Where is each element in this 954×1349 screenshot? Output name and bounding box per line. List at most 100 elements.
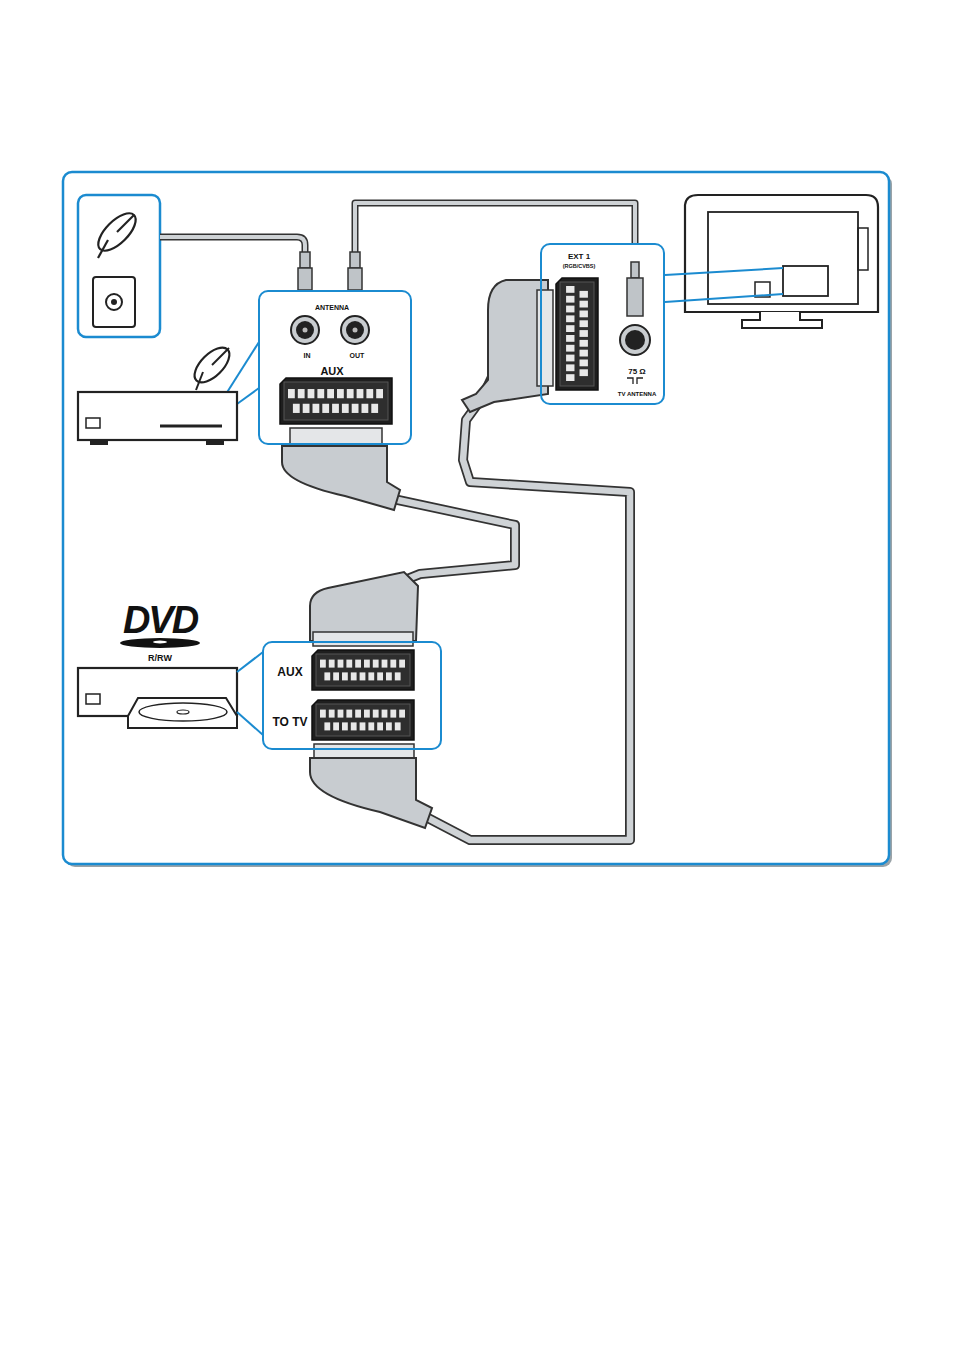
- scart-pin: [368, 672, 374, 680]
- dish-arm: [117, 215, 134, 232]
- socket-ring: [106, 294, 122, 310]
- foot: [206, 440, 224, 445]
- scart-pin: [352, 404, 359, 413]
- scart-pin: [566, 345, 574, 352]
- scart-pin: [580, 320, 588, 327]
- scart-pin: [329, 660, 335, 668]
- scart-pin: [366, 389, 373, 398]
- disc-hole: [177, 710, 189, 714]
- scart-inner: [284, 382, 388, 420]
- display: [86, 418, 100, 428]
- antenna-cable: [160, 237, 305, 262]
- scart-pin: [342, 722, 348, 730]
- scart-pin: [342, 672, 348, 680]
- antenna-symbol: [627, 378, 643, 384]
- scart-pin: [580, 330, 588, 337]
- scart-plug-metal: [313, 632, 413, 646]
- callout-line: [665, 268, 783, 275]
- tv-back: [708, 212, 858, 304]
- scart-pin: [377, 672, 383, 680]
- scart-pin: [373, 660, 379, 668]
- coax-plug: [631, 262, 639, 278]
- scart-pin: [566, 325, 574, 332]
- port-label: EXT 1: [568, 253, 590, 261]
- jack-pin: [353, 328, 358, 333]
- scart-pin: [580, 369, 588, 376]
- jack-hole: [625, 330, 645, 350]
- scart-pin: [580, 291, 588, 298]
- scart-pin: [338, 710, 344, 718]
- scart-pin: [360, 722, 366, 730]
- logo-sublabel: R/RW: [148, 654, 172, 663]
- antenna-out-jack: [341, 316, 369, 344]
- tv-side-slot: [858, 228, 868, 270]
- scart-pin: [346, 710, 352, 718]
- scart-pin: [320, 660, 326, 668]
- scart-inner: [316, 654, 410, 686]
- scart-pin: [313, 404, 320, 413]
- antenna-in-jack: [291, 316, 319, 344]
- scart-plug-hood: [462, 280, 548, 412]
- scart-pin: [322, 404, 329, 413]
- scart-plug-metal: [314, 744, 414, 758]
- coax-plug-body: [348, 268, 362, 290]
- card-slot: [160, 425, 222, 428]
- scart-pin: [333, 672, 339, 680]
- scart-pin: [360, 672, 366, 680]
- scart-pin: [324, 672, 330, 680]
- panel-ground: [540, 243, 665, 405]
- jack-hole: [296, 321, 314, 339]
- tv-stand: [742, 312, 822, 328]
- scart-socket: [280, 378, 392, 424]
- port-group-label: ANTENNA: [315, 304, 349, 311]
- panel-ground: [262, 641, 442, 750]
- scart-pin: [364, 660, 370, 668]
- scart-plug-hood: [282, 446, 400, 510]
- dish-mount: [196, 372, 203, 390]
- dvd-logo: DVD: [123, 601, 197, 639]
- wall-socket: [93, 277, 135, 327]
- receiver-dish: [189, 342, 236, 389]
- scart-inner: [560, 282, 594, 386]
- port-label: TO TV: [272, 716, 307, 728]
- scart-pin: [382, 660, 388, 668]
- scart-pin: [342, 404, 349, 413]
- jack-pin: [303, 328, 308, 333]
- antenna-cable-outline: [160, 237, 305, 262]
- scart-pin: [395, 672, 401, 680]
- antenna-box: [78, 195, 160, 337]
- dish-mount: [98, 240, 108, 258]
- port-label: AUX: [320, 366, 343, 377]
- scart-pin: [293, 404, 300, 413]
- scart-pin: [390, 710, 396, 718]
- scart-pin: [308, 389, 315, 398]
- scart-pin: [368, 722, 374, 730]
- scart-pin: [332, 404, 339, 413]
- port-label: IN: [304, 352, 311, 359]
- scart-pin: [376, 389, 383, 398]
- impedance-label: 75 Ω: [628, 368, 646, 376]
- connector-panel: AUX TO TV: [262, 641, 442, 750]
- port-label: AUX: [277, 666, 302, 678]
- scart-pin: [399, 660, 405, 668]
- scart-pin: [298, 389, 305, 398]
- coax-plug: [300, 252, 310, 268]
- outer-frame: [63, 172, 889, 864]
- scart-pin: [333, 722, 339, 730]
- scart-pin: [347, 389, 354, 398]
- scart-pin: [351, 722, 357, 730]
- disc-tray: [128, 698, 237, 728]
- scart-pin: [362, 404, 369, 413]
- scart-plug-metal: [290, 428, 382, 444]
- scart-pin: [320, 710, 326, 718]
- panel-ground: [258, 290, 412, 445]
- scart-pin: [371, 404, 378, 413]
- callout-line: [237, 388, 259, 404]
- foot: [90, 440, 108, 445]
- tv-connector-area: [783, 266, 828, 296]
- scart-socket: [312, 700, 414, 740]
- scart-pin: [355, 710, 361, 718]
- scart-pin: [566, 315, 574, 322]
- dvd-logo-disc: [120, 638, 200, 648]
